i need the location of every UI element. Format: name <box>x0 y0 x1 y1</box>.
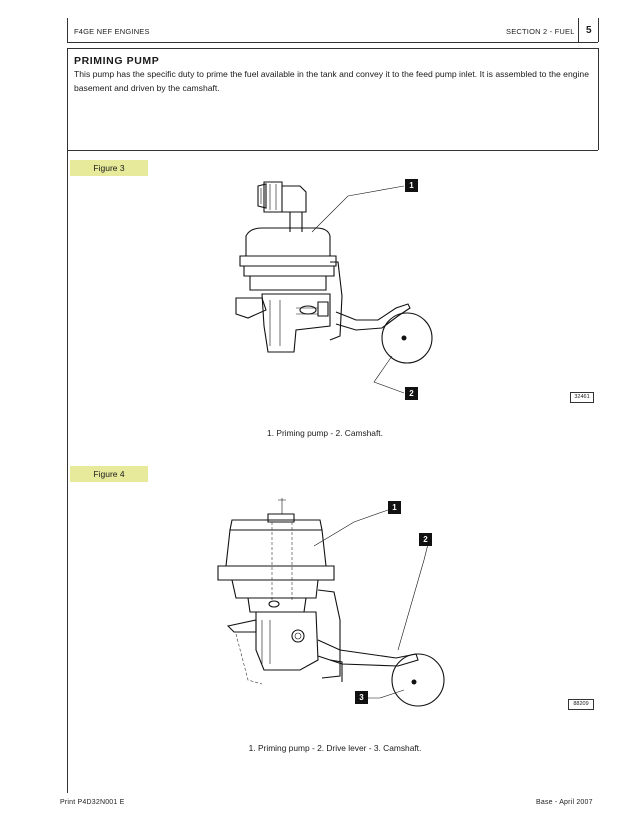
footer-right: Base - April 2007 <box>536 799 593 806</box>
section-title: PRIMING PUMP <box>74 55 160 67</box>
intro-box-bottom-rule <box>67 150 598 151</box>
figure-3-callout-1: 1 <box>405 179 418 192</box>
figure-3-code: 32461 <box>570 392 594 403</box>
figure-3-callout-2: 2 <box>405 387 418 400</box>
header-mid-rule <box>578 18 579 42</box>
figure-4-callout-1: 1 <box>388 501 401 514</box>
header-bottom-rule <box>67 42 598 43</box>
figure-4-code: 88209 <box>568 699 594 710</box>
header-section: SECTION 2 - FUEL <box>506 27 575 36</box>
figure-3-caption: 1. Priming pump - 2. Camshaft. <box>267 428 383 438</box>
footer-left: Print P4D32N001 E <box>60 799 125 806</box>
figure-4-callout-3: 3 <box>355 691 368 704</box>
figure-4-caption: 1. Priming pump - 2. Drive lever - 3. Ca… <box>248 743 422 753</box>
content-right-rule <box>598 48 599 150</box>
section-body: This pump has the specific duty to prime… <box>74 69 589 93</box>
header-left-rule <box>67 18 68 42</box>
page-number: 5 <box>586 25 592 36</box>
figure-4-callout-2: 2 <box>419 533 432 546</box>
content-left-rule <box>67 48 68 793</box>
header-right-rule <box>598 18 599 42</box>
figure-3-label: Figure 3 <box>70 160 148 176</box>
section-top-rule <box>67 48 598 49</box>
header-left: F4GE NEF ENGINES <box>74 27 150 36</box>
figure-4-label: Figure 4 <box>70 466 148 482</box>
